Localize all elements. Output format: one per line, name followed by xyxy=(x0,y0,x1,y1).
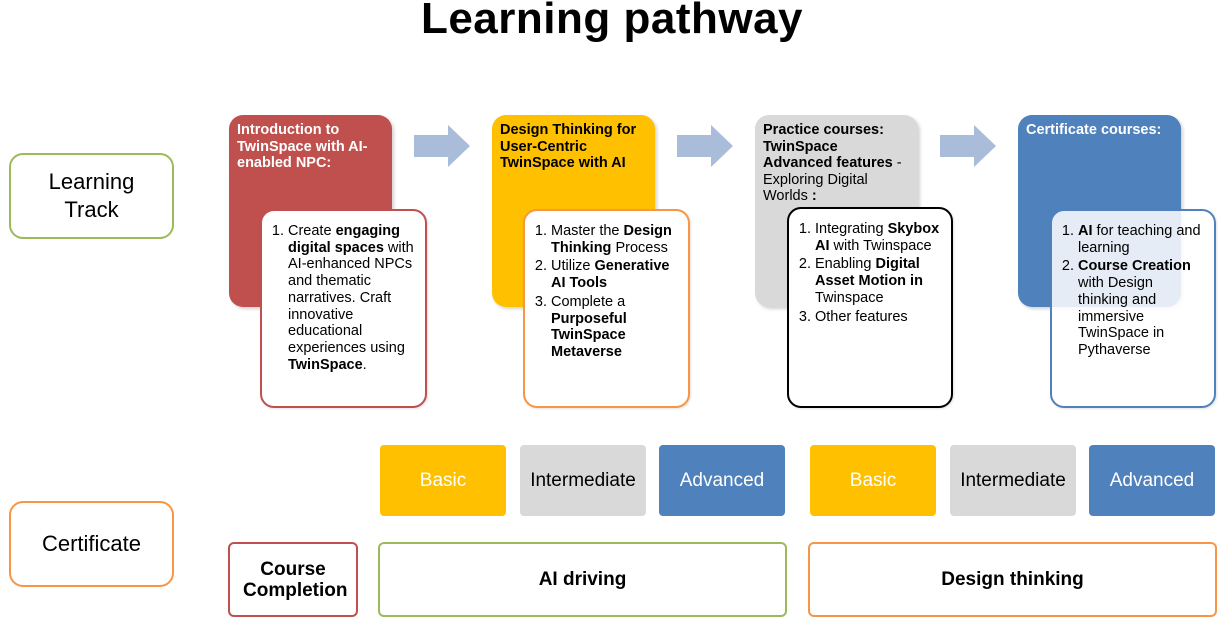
list-item: Integrating Skybox AI with Twinspace xyxy=(815,221,943,254)
list-item: Course Creation with Design thinking and… xyxy=(1078,258,1206,358)
certificate-label: Certificate xyxy=(9,501,174,587)
track-heading-practice-rest: - Exploring Digital Worlds xyxy=(763,155,902,204)
certificate-label-text: Certificate xyxy=(41,531,142,556)
list-item: Utilize Generative AI Tools xyxy=(551,258,680,291)
track-sub-introduction: Create engaging digital spaces with AI-e… xyxy=(260,209,427,408)
page-title: Learning pathway xyxy=(420,0,804,43)
arrow-right-icon xyxy=(677,125,733,167)
list-item: Enabling Digital Asset Motion in Twinspa… xyxy=(815,256,943,306)
cert-course-completion: Course Completion xyxy=(228,542,358,617)
arrow-right-icon xyxy=(940,125,996,167)
cert-course-completion-text: Course Completion xyxy=(243,558,348,601)
level-advanced-right: Advanced xyxy=(1089,445,1215,516)
arrow-right-icon xyxy=(414,125,470,167)
cert-ai-driving: AI driving xyxy=(378,542,787,617)
learning-track-label: Learning Track xyxy=(9,153,174,239)
level-basic-left: Basic xyxy=(380,445,506,516)
level-advanced-left: Advanced xyxy=(659,445,785,516)
list-item: Create engaging digital spaces with AI-e… xyxy=(288,223,417,373)
track-heading-introduction: Introduction to TwinSpace with AI-enable… xyxy=(237,122,368,171)
track-heading-certificate-courses: Certificate courses: xyxy=(1026,122,1162,138)
cert-design-thinking: Design thinking xyxy=(808,542,1217,617)
list-item: Complete a Purposeful TwinSpace Metavers… xyxy=(551,294,680,361)
track-heading-design-thinking: Design Thinking for User-Centric TwinSpa… xyxy=(500,122,637,171)
level-basic-right: Basic xyxy=(810,445,936,516)
list-item: Master the Design Thinking Process xyxy=(551,223,680,256)
learning-track-label-text: Learning Track xyxy=(48,169,135,222)
level-intermediate-right: Intermediate xyxy=(950,445,1076,516)
track-sub-practice: Integrating Skybox AI with Twinspace Ena… xyxy=(787,207,953,408)
track-heading-practice: Practice courses: TwinSpace Advanced fea… xyxy=(763,122,893,171)
track-sub-certificate-courses: AI for teaching and learning Course Crea… xyxy=(1050,209,1216,408)
track-heading-practice-colon: : xyxy=(811,188,817,204)
track-sub-design-thinking: Master the Design Thinking Process Utili… xyxy=(523,209,690,408)
list-item: AI for teaching and learning xyxy=(1078,223,1206,256)
list-item: Other features xyxy=(815,309,943,326)
level-intermediate-left: Intermediate xyxy=(520,445,646,516)
